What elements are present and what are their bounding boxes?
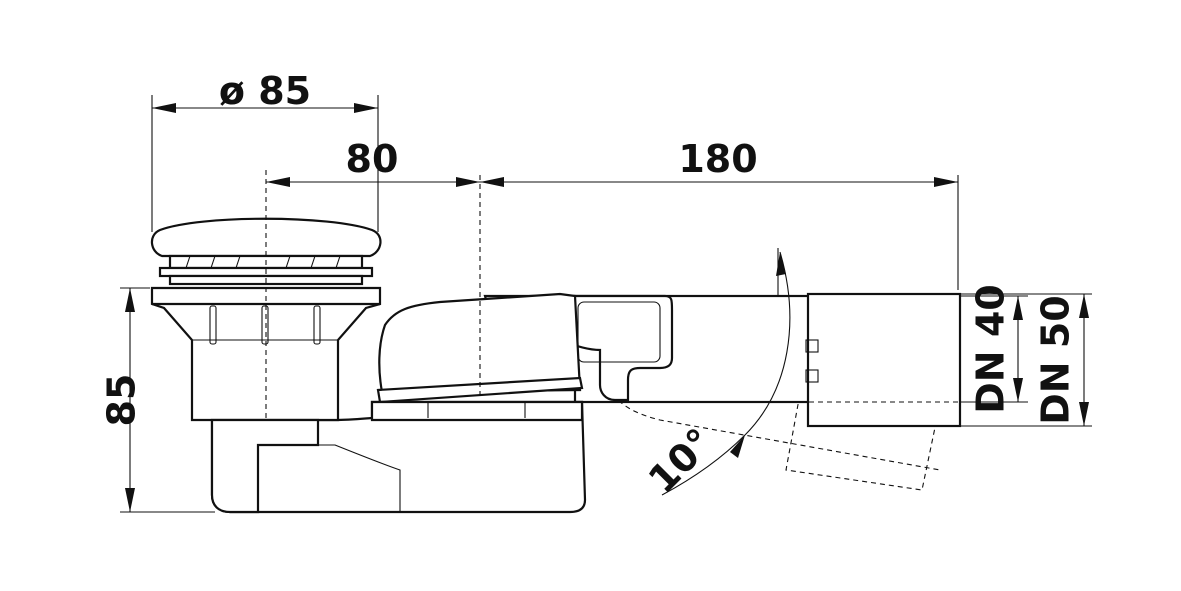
height-label: 85: [100, 374, 144, 427]
dn-large-label: DN 50: [1034, 295, 1078, 424]
dimension-cover-diameter: ø 85: [151, 69, 379, 232]
axis-offset-label: 80: [346, 137, 399, 181]
dn-small-label: DN 40: [969, 284, 1013, 413]
center-lines: [265, 170, 481, 420]
dimension-dn-small: DN 40: [960, 284, 1028, 414]
dimension-outlet-length: 180: [480, 137, 959, 290]
dimension-dn-large: DN 50: [960, 293, 1092, 427]
angle-label: 10°: [640, 420, 722, 502]
dimension-height: 85: [100, 287, 215, 513]
cover-diameter-label: ø 85: [219, 69, 311, 113]
outlet-length-label: 180: [678, 137, 757, 181]
dimension-axis-offset: 80: [266, 137, 480, 187]
